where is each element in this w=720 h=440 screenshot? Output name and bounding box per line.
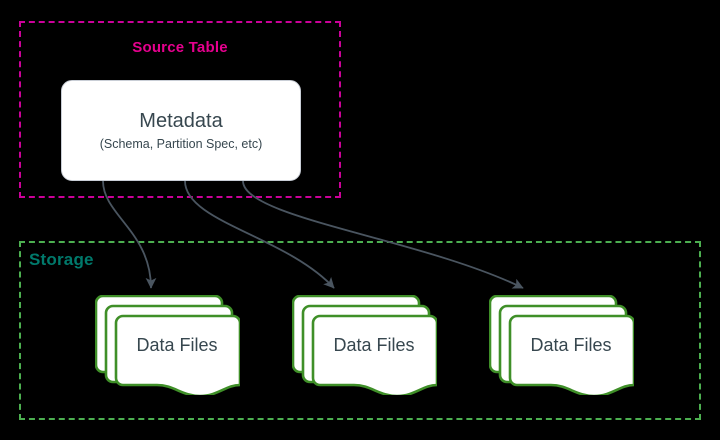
data-files-label: Data Files (136, 335, 218, 355)
node-data-files-2[interactable]: Data Files (292, 295, 437, 395)
document-stack-icon (292, 295, 437, 395)
metadata-subtitle: (Schema, Partition Spec, etc) (99, 137, 263, 151)
group-source-table[interactable]: Source Table (19, 21, 341, 198)
node-metadata[interactable]: Metadata (Schema, Partition Spec, etc) (61, 80, 301, 181)
document-stack-icon (95, 295, 240, 395)
data-files-label: Data Files (333, 335, 415, 355)
node-data-files-1[interactable]: Data Files (95, 295, 240, 395)
group-label-source-table: Source Table (132, 39, 228, 56)
data-files-label: Data Files (530, 335, 612, 355)
node-data-files-3[interactable]: Data Files (489, 295, 634, 395)
metadata-title: Metadata (139, 110, 223, 132)
document-stack-icon (489, 295, 634, 395)
group-label-storage: Storage (29, 250, 94, 269)
